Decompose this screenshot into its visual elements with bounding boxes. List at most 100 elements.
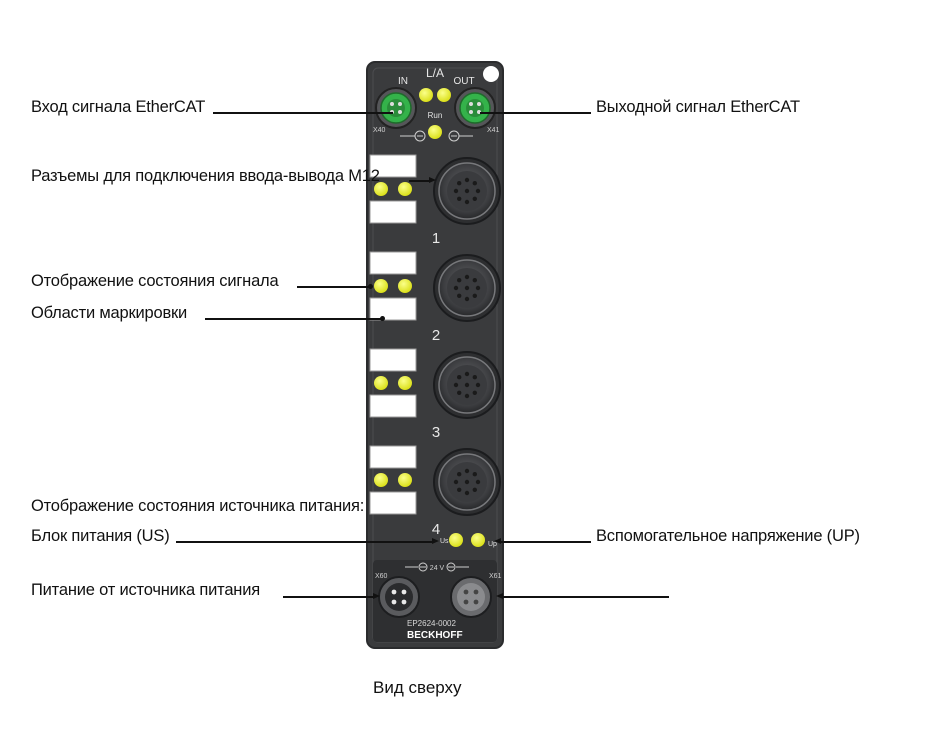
label-power-status-header: Отображение состояния источника питания:: [31, 497, 365, 515]
m12-pin-center-4: [464, 479, 470, 485]
label-ethercat-in: Вход сигнала EtherCAT: [31, 98, 206, 116]
leader-power-out: [502, 596, 669, 598]
brand-logo: BECKHOFF: [407, 630, 463, 641]
leader-ethercat-out: [480, 112, 591, 114]
signal-led-b-4: [398, 473, 412, 487]
label-x41: X41: [487, 127, 500, 134]
m12-pin-1-8: [472, 181, 477, 186]
m12-pin-2-6: [457, 278, 462, 283]
dot-signal-status: [368, 284, 373, 289]
leader-signal-status: [297, 286, 369, 288]
m12-pin-2-8: [472, 278, 477, 283]
arrow-power-feed: [373, 593, 380, 599]
m12-pin-2-1: [475, 285, 481, 291]
label-x40: X40: [373, 127, 386, 134]
m12-pin-1-2: [472, 196, 477, 201]
label-la: L/A: [426, 66, 444, 80]
slot-number-4: 4: [432, 521, 440, 538]
label-ethercat-out: Выходной сигнал EtherCAT: [596, 98, 800, 116]
marking-field-bottom-4: [369, 491, 417, 515]
label-us: Us: [440, 538, 449, 545]
label-signal-status: Отображение состояния сигнала: [31, 272, 279, 290]
mounting-hole-top: [483, 66, 499, 82]
m12-pin-1-3: [464, 199, 470, 205]
m12-pin-4-3: [464, 490, 470, 496]
label-up: Up: [488, 541, 497, 548]
ethercat-in-connector: [375, 87, 417, 129]
m12-pin-2-4: [457, 293, 462, 298]
led-run: [428, 125, 442, 139]
arrow-aux-voltage: [494, 538, 501, 544]
label-power-supply-us: Блок питания (US): [31, 526, 170, 546]
led-us: [449, 533, 463, 547]
leader-power-feed: [283, 596, 375, 598]
m12-pin-4-5: [453, 479, 459, 485]
label-out: OUT: [453, 76, 474, 87]
m12-pin-1-7: [464, 177, 470, 183]
m12-pin-3-6: [457, 375, 462, 380]
marking-field-top-2: [369, 251, 417, 275]
signal-led-a-4: [374, 473, 388, 487]
label-aux-voltage-up: Вспомогательное напряжение (UP): [596, 527, 860, 545]
m12-pin-2-2: [472, 293, 477, 298]
m12-pin-4-2: [472, 487, 477, 492]
marking-field-bottom-2: [369, 297, 417, 321]
dot-marking-areas: [380, 316, 385, 321]
m12-pin-center-3: [464, 382, 470, 388]
label-x61: X61: [489, 573, 502, 580]
arrow-m12: [429, 177, 436, 183]
m12-pin-4-7: [464, 468, 470, 474]
m12-pin-3-7: [464, 371, 470, 377]
slot-number-2: 2: [432, 327, 440, 344]
m12-pin-1-6: [457, 181, 462, 186]
m12-pin-4-6: [457, 472, 462, 477]
signal-led-b-3: [398, 376, 412, 390]
power-direction-symbol-icon: [405, 562, 469, 572]
arrow-power-out: [496, 593, 503, 599]
m12-pin-2-3: [464, 296, 470, 302]
led-up: [471, 533, 485, 547]
label-power-feed: Питание от источника питания: [31, 581, 260, 599]
m12-pin-4-8: [472, 472, 477, 477]
label-marking-areas: Области маркировки: [31, 304, 188, 322]
marking-field-bottom-3: [369, 394, 417, 418]
m12-pin-3-5: [453, 382, 459, 388]
label-in: IN: [398, 76, 408, 87]
slot-number-3: 3: [432, 424, 440, 441]
m12-pin-3-1: [475, 382, 481, 388]
label-power-supply-us-text: Блок питания (US): [31, 527, 170, 545]
marking-field-top-1: [369, 154, 417, 178]
led-la-in: [419, 88, 433, 102]
label-m12-connectors: Разъемы для подключения ввода-вывода M12: [31, 167, 380, 185]
led-la-out: [437, 88, 451, 102]
leader-marking-areas: [205, 318, 383, 320]
m12-pin-1-1: [475, 188, 481, 194]
signal-led-a-1: [374, 182, 388, 196]
ethercat-out-connector: [454, 87, 496, 129]
power-out-connector: [450, 576, 492, 618]
leader-aux-voltage: [500, 541, 591, 543]
signal-led-a-2: [374, 279, 388, 293]
marking-field-top-4: [369, 445, 417, 469]
m12-pin-1-5: [453, 188, 459, 194]
label-run: Run: [428, 111, 443, 120]
label-24v: 24 V: [430, 565, 445, 572]
signal-led-b-2: [398, 279, 412, 293]
m12-pin-3-3: [464, 393, 470, 399]
direction-symbol-icon: [400, 130, 473, 142]
caption: Вид сверху: [373, 678, 462, 697]
label-x60: X60: [375, 573, 388, 580]
signal-led-b-1: [398, 182, 412, 196]
m12-pin-4-4: [457, 487, 462, 492]
leader-ethercat-in: [213, 112, 393, 114]
leader-power-supply-us: [176, 541, 434, 543]
model-number: EP2624-0002: [407, 619, 456, 628]
leader-m12: [409, 180, 431, 182]
device-illustration: IN L/A OUT X40 X41 Run: [365, 60, 505, 650]
m12-pin-2-5: [453, 285, 459, 291]
marking-field-bottom-1: [369, 200, 417, 224]
slot-number-1: 1: [432, 230, 440, 247]
m12-pin-2-7: [464, 274, 470, 280]
marking-field-top-3: [369, 348, 417, 372]
m12-pin-1-4: [457, 196, 462, 201]
